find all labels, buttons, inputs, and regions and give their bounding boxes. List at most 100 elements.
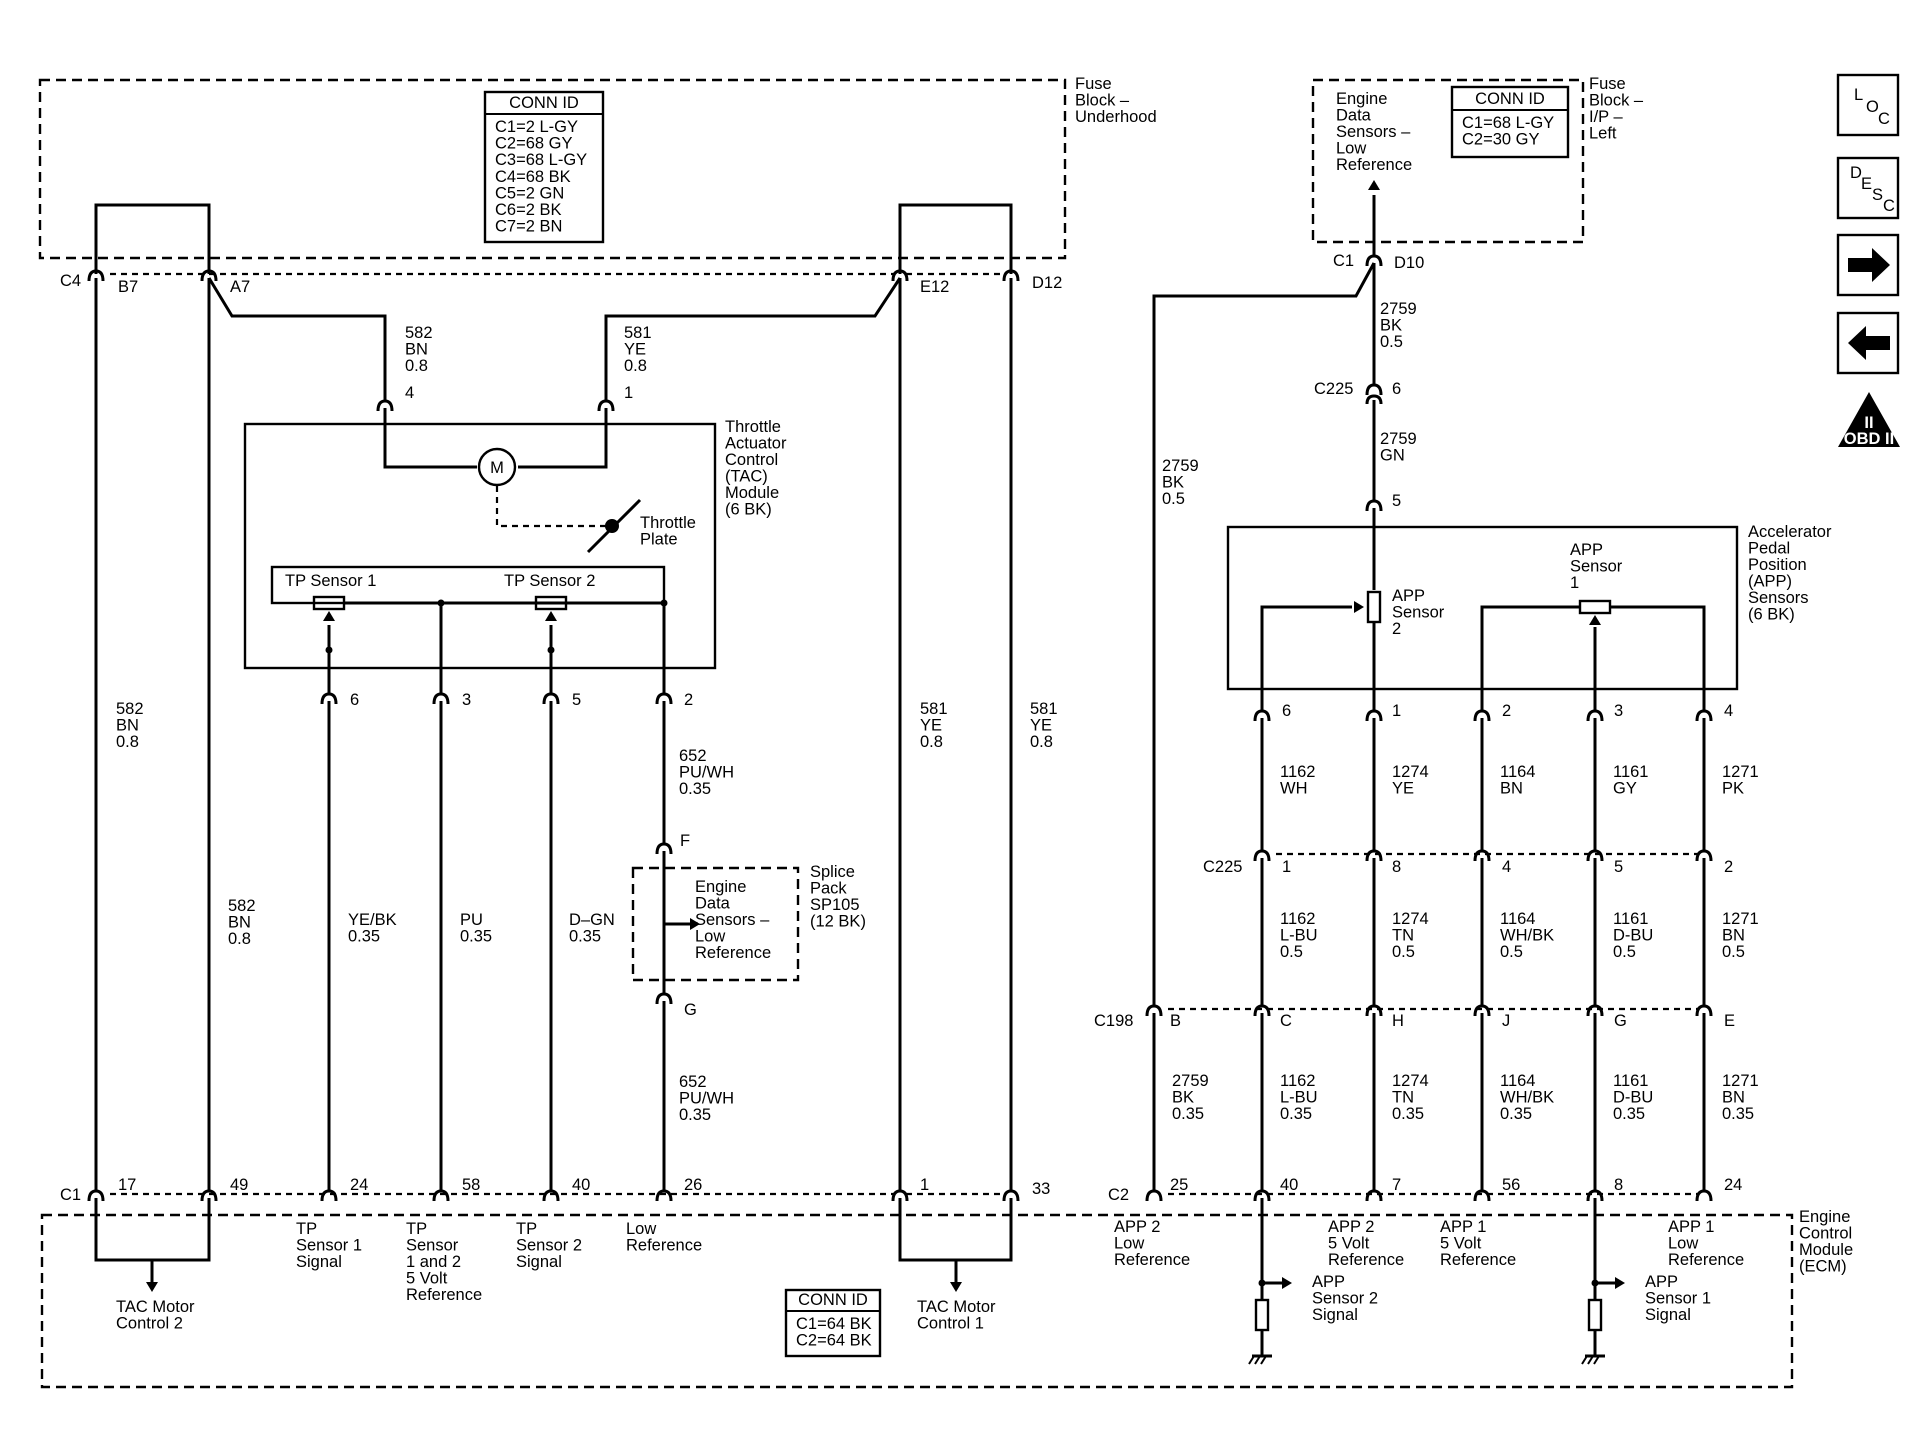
wire-label: 581 bbox=[1030, 700, 1058, 718]
motor-wire bbox=[383, 408, 477, 469]
wire-label: 582 bbox=[116, 700, 144, 718]
ecm-tp-5v-label: 1 and 2 bbox=[406, 1253, 461, 1271]
splice-dot bbox=[660, 599, 668, 607]
pin-label: 5 bbox=[1614, 858, 1623, 876]
pin-label: 3 bbox=[1614, 702, 1623, 720]
pin-label: 26 bbox=[684, 1176, 702, 1194]
ecm-app2-5v-label: Reference bbox=[1328, 1251, 1404, 1269]
pin-label: E bbox=[1724, 1012, 1735, 1030]
wire-label: 0.8 bbox=[405, 357, 428, 375]
throttle-plate-label: Throttle bbox=[640, 514, 696, 532]
desc-button[interactable] bbox=[1836, 156, 1900, 220]
connector-terminal bbox=[1365, 383, 1383, 396]
ecm-tac2-label: Control 2 bbox=[116, 1315, 183, 1333]
arrow-up-icon bbox=[1589, 615, 1601, 625]
wire-label: BK bbox=[1380, 317, 1402, 335]
wire-label: GN bbox=[1380, 447, 1405, 465]
pin-label: 49 bbox=[230, 1176, 248, 1194]
fuse-block-underhood-label: Underhood bbox=[1075, 108, 1157, 126]
ecm-signal-label: Sensor 2 bbox=[1312, 1290, 1378, 1308]
wire-label: YE/BK bbox=[348, 911, 397, 929]
connector-terminal bbox=[1695, 1004, 1713, 1017]
wire-label: 0.5 bbox=[1380, 333, 1403, 351]
app-sensor-1-resistor bbox=[1578, 599, 1612, 615]
pin-label: 56 bbox=[1502, 1176, 1520, 1194]
wire-label: 1164 bbox=[1500, 763, 1535, 781]
conn-id-header: CONN ID bbox=[1475, 90, 1545, 108]
wire-label: 0.5 bbox=[1722, 943, 1745, 961]
pin-label: 2 bbox=[684, 691, 693, 709]
wire-label: PU bbox=[460, 911, 483, 929]
desc-letter: C bbox=[1883, 197, 1895, 215]
wire-label: WH/BK bbox=[1500, 927, 1554, 945]
pin-label: E12 bbox=[920, 278, 949, 296]
pin-label: 8 bbox=[1392, 858, 1401, 876]
engine-data-low-ref-label: Reference bbox=[1336, 156, 1412, 174]
app-sensor1-lowref bbox=[1480, 605, 1580, 710]
arrow-right-icon bbox=[1615, 1277, 1625, 1289]
connector-terminal bbox=[1145, 1189, 1163, 1202]
splice-pack-label: SP105 bbox=[810, 896, 860, 914]
app-sensor2-wiper bbox=[1260, 605, 1352, 710]
wire-label: 2759 bbox=[1162, 457, 1199, 475]
pin-label: 5 bbox=[572, 691, 581, 709]
wire-label: YE bbox=[624, 341, 646, 359]
ecm-tac2-label: TAC Motor bbox=[116, 1298, 195, 1316]
wire-label: 1271 bbox=[1722, 1072, 1759, 1090]
connector-terminal bbox=[542, 1189, 560, 1202]
connector-terminal bbox=[1365, 709, 1383, 722]
connector-terminal bbox=[1695, 1189, 1713, 1202]
app-sensor-2-resistor bbox=[1366, 590, 1382, 624]
pin-label: D12 bbox=[1032, 274, 1062, 292]
connector-terminal bbox=[87, 269, 105, 282]
app-sensor1-5v bbox=[1610, 605, 1706, 710]
connector-terminal bbox=[200, 1189, 218, 1202]
connector-terminal bbox=[1586, 709, 1604, 722]
conn-id-row: C1=2 L-GY bbox=[495, 118, 578, 136]
splice-pack-outline bbox=[631, 866, 800, 982]
connector-label: C225 bbox=[1314, 380, 1353, 398]
pulldown-resistor bbox=[1587, 1298, 1603, 1332]
pin-label: 40 bbox=[1280, 1176, 1298, 1194]
app-module-label: (APP) bbox=[1748, 573, 1792, 591]
wire-label: YE bbox=[920, 717, 942, 735]
wire-label: WH/BK bbox=[1500, 1089, 1554, 1107]
wire-label: 581 bbox=[920, 700, 948, 718]
connector-terminal bbox=[1002, 1189, 1020, 1202]
tac-module-label: Actuator bbox=[725, 435, 787, 453]
loc-letter: C bbox=[1878, 110, 1890, 128]
splice-pack-label: Pack bbox=[810, 880, 847, 898]
wire-label: WH bbox=[1280, 780, 1308, 798]
wire-label: PK bbox=[1722, 780, 1744, 798]
wire-label: 0.8 bbox=[920, 733, 943, 751]
wire-label: 1161 bbox=[1613, 1072, 1648, 1090]
pin-label: 24 bbox=[1724, 1176, 1742, 1194]
desc-letter: S bbox=[1872, 186, 1883, 204]
ecm-tp-5v-label: 5 Volt bbox=[406, 1270, 448, 1288]
app-module-label: Accelerator bbox=[1748, 523, 1832, 541]
ecm-tp-5v-label: Reference bbox=[406, 1286, 482, 1304]
connector-label: C1 bbox=[1333, 252, 1354, 270]
ecm-label: Control bbox=[1799, 1225, 1852, 1243]
wire-label: 0.35 bbox=[348, 928, 380, 946]
connector-label: C225 bbox=[1203, 858, 1242, 876]
ground-hatch bbox=[1593, 1355, 1600, 1365]
wire-label: 0.35 bbox=[1613, 1105, 1645, 1123]
ecm-label: (ECM) bbox=[1799, 1258, 1847, 1276]
wire-582-bn-to-tac bbox=[207, 277, 387, 400]
throttle-pivot bbox=[605, 519, 619, 533]
connector-terminal bbox=[1365, 849, 1383, 862]
pin-label: 25 bbox=[1170, 1176, 1188, 1194]
splice-pack-inner-label: Reference bbox=[695, 944, 771, 962]
loc-button[interactable] bbox=[1836, 73, 1900, 137]
pin-label: 7 bbox=[1392, 1176, 1401, 1194]
wire-label: PU/WH bbox=[679, 1090, 734, 1108]
ecm-tp2-signal-label: Signal bbox=[516, 1253, 562, 1271]
wire-label: BN bbox=[116, 717, 139, 735]
app-sensor-1-label: Sensor bbox=[1570, 558, 1623, 576]
pin-label: 6 bbox=[1392, 380, 1401, 398]
connector-terminal bbox=[1365, 394, 1383, 405]
app-sensor-2-label: Sensor bbox=[1392, 604, 1445, 622]
ecm-signal-label: Sensor 1 bbox=[1645, 1290, 1711, 1308]
